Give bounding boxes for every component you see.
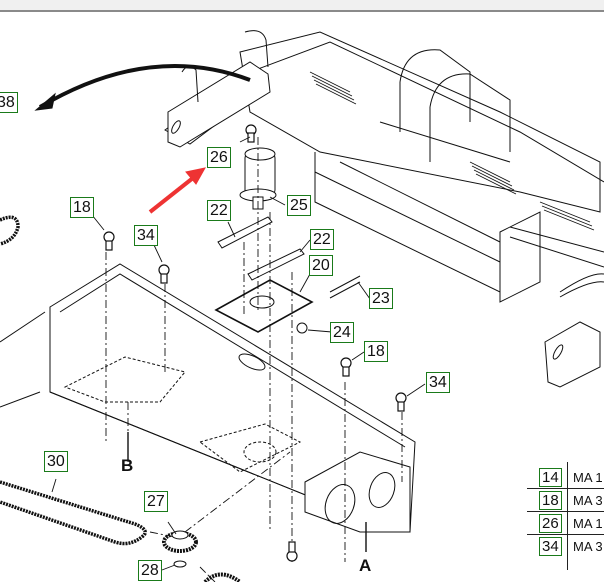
torque-table: 14 MA 1 18 MA 3 26 MA 1 34 MA 3 [527, 466, 604, 557]
callout-18-right[interactable]: 18 [364, 341, 388, 362]
callout-23[interactable]: 23 [369, 288, 393, 309]
section-letter-a: A [359, 556, 372, 575]
torque-part-number: 34 [539, 537, 562, 556]
chain [0, 215, 147, 546]
callout-30[interactable]: 30 [44, 451, 68, 472]
callout-34-left[interactable]: 34 [134, 225, 158, 246]
callout-20[interactable]: 20 [309, 255, 333, 276]
highlight-arrow [148, 172, 200, 214]
torque-row: 14 MA 1 [527, 466, 604, 489]
torque-row: 18 MA 3 [527, 489, 604, 512]
torque-table-divider [567, 462, 568, 570]
torque-part-number: 14 [539, 468, 562, 487]
parts-drawing [0, 30, 604, 582]
viewer-toolbar-strip [0, 0, 604, 12]
motor-assembly [214, 147, 361, 334]
callout-26[interactable]: 26 [207, 147, 231, 168]
callout-27[interactable]: 27 [144, 491, 168, 512]
callout-24[interactable]: 24 [330, 322, 354, 343]
torque-spec: MA 1 [573, 516, 603, 531]
rotation-arrow [38, 63, 251, 109]
callout-22-lower[interactable]: 22 [310, 229, 334, 250]
callout-18-left[interactable]: 18 [70, 197, 94, 218]
torque-part-number: 26 [539, 514, 562, 533]
torque-spec: MA 3 [573, 539, 603, 554]
housing-box [0, 263, 416, 533]
callout-38[interactable]: 38 [0, 92, 18, 113]
section-letter-b: B [121, 456, 134, 475]
callout-22-upper[interactable]: 22 [207, 200, 231, 221]
sprocket [162, 530, 242, 582]
torque-spec: MA 3 [573, 493, 603, 508]
callout-25[interactable]: 25 [287, 195, 311, 216]
bolts [103, 124, 407, 562]
torque-part-number: 18 [539, 491, 562, 510]
torque-row: 26 MA 1 [527, 512, 604, 535]
torque-spec: MA 1 [573, 470, 603, 485]
diagram-canvas: 38 26 25 22 22 20 23 24 18 34 18 34 30 2… [0, 12, 604, 582]
machine-assembly [164, 30, 604, 388]
callout-34-right[interactable]: 34 [426, 372, 450, 393]
torque-row: 34 MA 3 [527, 535, 604, 557]
callout-28[interactable]: 28 [138, 560, 162, 581]
